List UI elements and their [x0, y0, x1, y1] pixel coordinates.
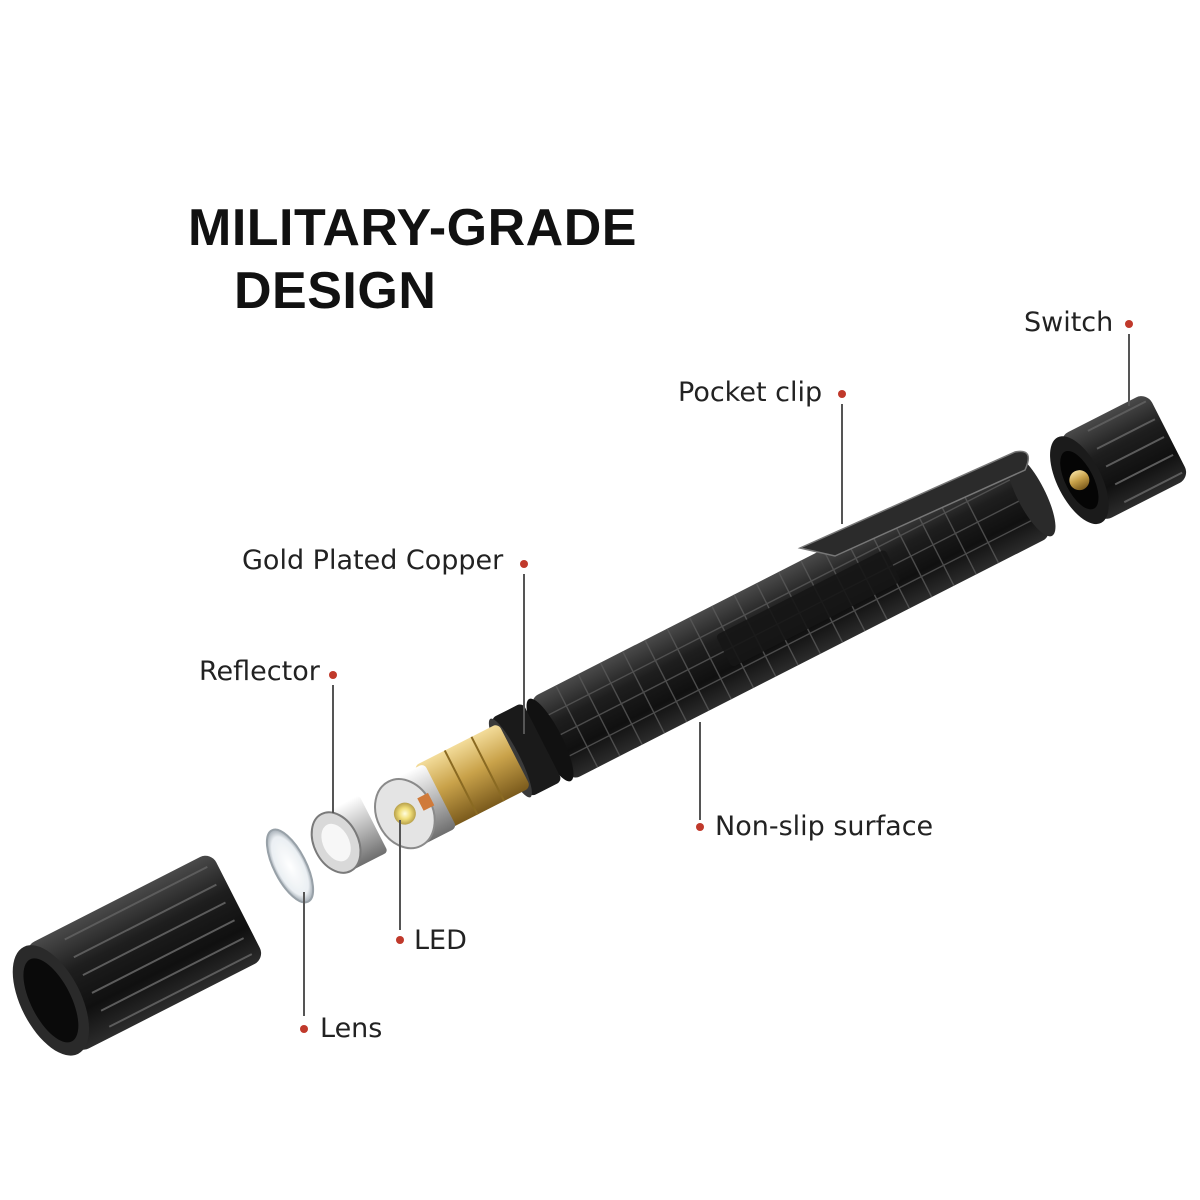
- callout-lens-label: Lens: [320, 1013, 383, 1044]
- callout-gold-plated-copper-dot: [520, 560, 528, 568]
- callout-lens-dot: [300, 1025, 308, 1033]
- callout-switch-leader: [1128, 334, 1130, 406]
- headline-line-2: DESIGN: [234, 262, 437, 320]
- lens-part: [265, 828, 315, 904]
- callout-reflector-leader: [332, 685, 334, 813]
- callout-non-slip-surface-dot: [696, 823, 704, 831]
- callout-reflector-dot: [329, 671, 337, 679]
- callout-led-dot: [396, 936, 404, 944]
- reflector-part: [310, 796, 387, 874]
- callout-led-leader: [399, 820, 401, 930]
- callout-switch-label: Switch: [1024, 307, 1114, 338]
- callout-gold-plated-copper-leader: [523, 574, 525, 734]
- callout-non-slip-surface-leader: [699, 722, 701, 820]
- callout-pocket-clip-dot: [838, 390, 846, 398]
- callout-reflector-label: Reflector: [199, 656, 320, 687]
- callout-pocket-clip-leader: [841, 404, 843, 524]
- callout-non-slip-surface-label: Non-slip surface: [715, 811, 934, 842]
- pocket-clip-part: [797, 450, 1030, 557]
- callout-led-label: LED: [414, 925, 467, 956]
- tail-switch-cap: [1050, 396, 1187, 525]
- callout-gold-plated-copper-label: Gold Plated Copper: [242, 545, 504, 576]
- headline-line-1: MILITARY-GRADE: [188, 199, 637, 257]
- led-module: [374, 765, 456, 850]
- callout-pocket-clip-label: Pocket clip: [678, 377, 823, 408]
- main-body-tube: [526, 453, 1056, 782]
- callout-lens-leader: [303, 892, 305, 1016]
- callout-switch-dot: [1125, 320, 1133, 328]
- front-cap: [12, 855, 262, 1056]
